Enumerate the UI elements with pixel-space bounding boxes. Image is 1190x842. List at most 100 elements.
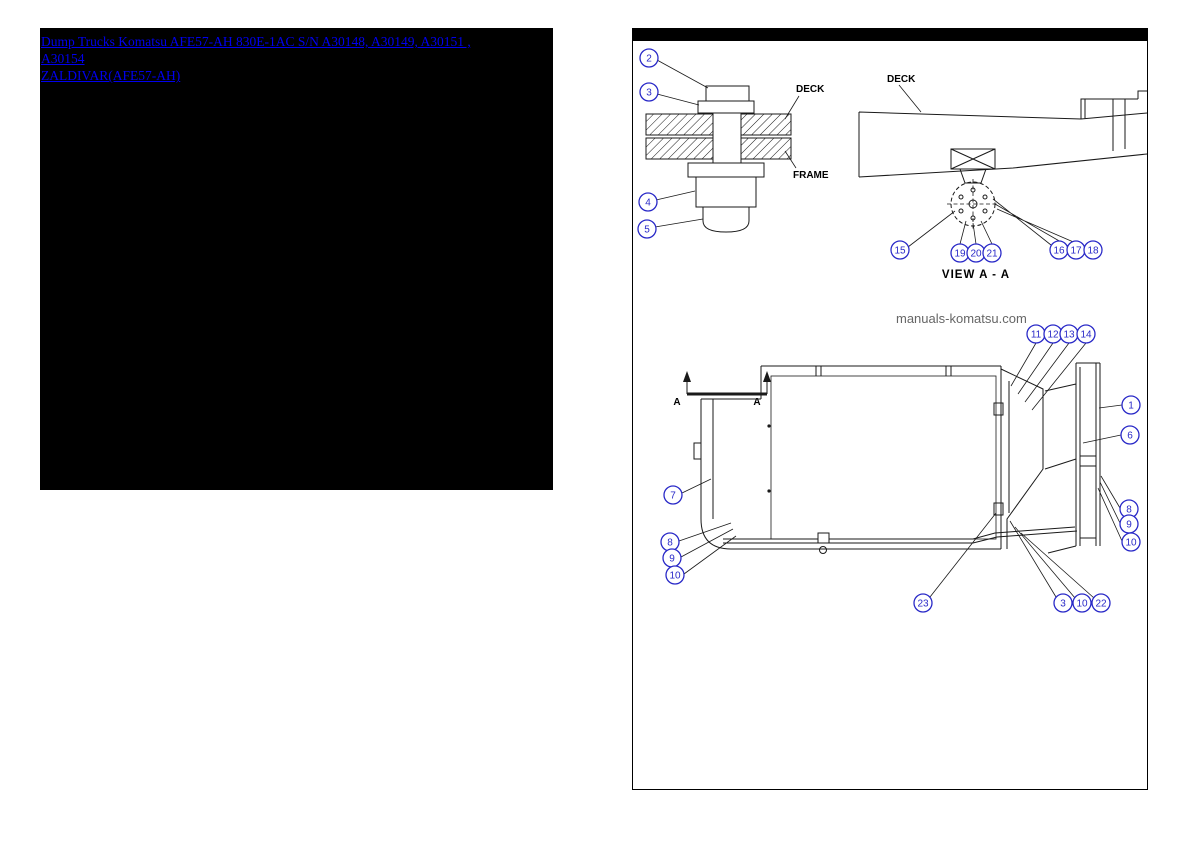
- svg-text:16: 16: [1053, 246, 1065, 257]
- gusset-plate: [1000, 368, 1044, 549]
- centerlines: [947, 179, 999, 229]
- svg-text:8: 8: [667, 538, 673, 549]
- breadcrumb-line-2[interactable]: ZALDIVAR(AFE57-AH): [41, 68, 181, 84]
- callout-6: 6: [1120, 425, 1140, 445]
- section-label-a-left: A: [673, 397, 680, 408]
- callout-17: 17: [1066, 240, 1086, 260]
- plate-tab-upper: [993, 402, 1004, 416]
- callout-19: 19: [950, 243, 970, 263]
- callout-23: 23: [913, 593, 933, 613]
- callout-9-right: 9: [1119, 514, 1139, 534]
- nut: [702, 206, 750, 233]
- svg-text:22: 22: [1095, 599, 1107, 610]
- plan-inner-panel: [770, 375, 997, 540]
- svg-text:5: 5: [644, 225, 650, 236]
- callout-22: 22: [1091, 593, 1111, 613]
- callout-16: 16: [1049, 240, 1069, 260]
- view-aa-caption: VIEW A - A: [942, 269, 1010, 281]
- watermark-text: manuals-komatsu.com: [896, 311, 1027, 326]
- deck-label-bolt-detail: DECK: [796, 84, 825, 95]
- callout-3: 3: [639, 82, 659, 102]
- section-arrowhead-left: [683, 371, 691, 382]
- svg-text:9: 9: [1126, 520, 1132, 531]
- callout-18: 18: [1083, 240, 1103, 260]
- bolt-shaft: [712, 112, 742, 164]
- deck-profile-lines: [858, 90, 1147, 178]
- svg-text:3: 3: [646, 88, 652, 99]
- leader-lines: [654, 59, 1123, 599]
- breadcrumb-line-1[interactable]: Dump Trucks Komatsu AFE57-AH 830E-1AC S/…: [41, 34, 471, 67]
- parts-diagram-image: A A DECK FRAME DECK VIEW A - A manuals-k…: [637, 48, 1147, 613]
- callout-4: 4: [638, 192, 658, 212]
- bolt-hole: [982, 208, 988, 214]
- deck-mount-detail: [947, 148, 999, 229]
- parts-diagram-panel: A A DECK FRAME DECK VIEW A - A manuals-k…: [632, 28, 1148, 790]
- pivot-hole: [968, 199, 978, 209]
- handrail: [1044, 362, 1101, 554]
- svg-text:1: 1: [1128, 401, 1134, 412]
- content-panel: Dump Trucks Komatsu AFE57-AH 830E-1AC S/…: [40, 28, 553, 490]
- svg-text:23: 23: [917, 599, 929, 610]
- svg-text:14: 14: [1080, 330, 1092, 341]
- callout-20: 20: [966, 243, 986, 263]
- svg-text:17: 17: [1070, 246, 1082, 257]
- bolt-head: [705, 85, 750, 102]
- bolt-hole: [970, 215, 976, 221]
- callout-8-left: 8: [660, 532, 680, 552]
- deck-plug-dot: [767, 424, 771, 428]
- svg-text:20: 20: [970, 249, 982, 260]
- pipe-fitting-port: [819, 546, 827, 554]
- svg-text:15: 15: [894, 246, 906, 257]
- svg-text:19: 19: [954, 249, 966, 260]
- spacer-body: [695, 176, 757, 208]
- svg-text:3: 3: [1060, 599, 1066, 610]
- svg-text:10: 10: [1076, 599, 1088, 610]
- bottom-pipe: [723, 526, 1078, 544]
- svg-text:2: 2: [646, 54, 652, 65]
- callout-1: 1: [1121, 395, 1141, 415]
- svg-text:6: 6: [1127, 431, 1133, 442]
- bolt-hole: [982, 194, 988, 200]
- callout-10-right: 10: [1121, 532, 1141, 552]
- svg-text:21: 21: [986, 249, 998, 260]
- callout-12: 12: [1043, 324, 1063, 344]
- spacer-flange: [687, 162, 765, 178]
- callout-14: 14: [1076, 324, 1096, 344]
- bolt-hole: [970, 187, 976, 193]
- svg-text:4: 4: [645, 198, 651, 209]
- callout-2: 2: [639, 48, 659, 68]
- callouts: 2 3 4 5 15 19 20 21 16 17 18 11 12 13 14…: [637, 48, 1141, 613]
- bolt-washer: [697, 100, 755, 114]
- bolt-assembly-drawing: [645, 85, 792, 233]
- breadcrumb-link[interactable]: Dump Trucks Komatsu AFE57-AH 830E-1AC S/…: [41, 33, 486, 84]
- bolt-hole: [958, 194, 964, 200]
- section-label-a-right: A: [753, 397, 760, 408]
- section-arrow-shafts: [686, 381, 768, 394]
- callout-3-bottom: 3: [1053, 593, 1073, 613]
- svg-text:7: 7: [670, 491, 676, 502]
- section-arrowhead-right: [763, 371, 771, 382]
- frame-label: FRAME: [793, 170, 829, 181]
- svg-text:10: 10: [1125, 538, 1137, 549]
- callout-13: 13: [1059, 324, 1079, 344]
- svg-text:18: 18: [1087, 246, 1099, 257]
- callout-11: 11: [1026, 324, 1046, 344]
- pipe-fitting: [817, 532, 830, 544]
- svg-text:13: 13: [1063, 330, 1075, 341]
- svg-text:12: 12: [1047, 330, 1059, 341]
- svg-text:9: 9: [669, 554, 675, 565]
- callout-9-left: 9: [662, 548, 682, 568]
- callout-15: 15: [890, 240, 910, 260]
- left-side-member: [693, 399, 714, 519]
- callout-7: 7: [663, 485, 683, 505]
- bolt-hole: [958, 208, 964, 214]
- diagram-topbar: [633, 29, 1147, 41]
- svg-text:8: 8: [1126, 505, 1132, 516]
- callout-5: 5: [637, 219, 657, 239]
- callout-21: 21: [982, 243, 1002, 263]
- callout-10-left: 10: [665, 565, 685, 585]
- deck-plug-dot: [767, 489, 771, 493]
- top-edge-slots: [815, 366, 952, 376]
- svg-text:10: 10: [669, 571, 681, 582]
- deck-label-side-view: DECK: [887, 74, 916, 85]
